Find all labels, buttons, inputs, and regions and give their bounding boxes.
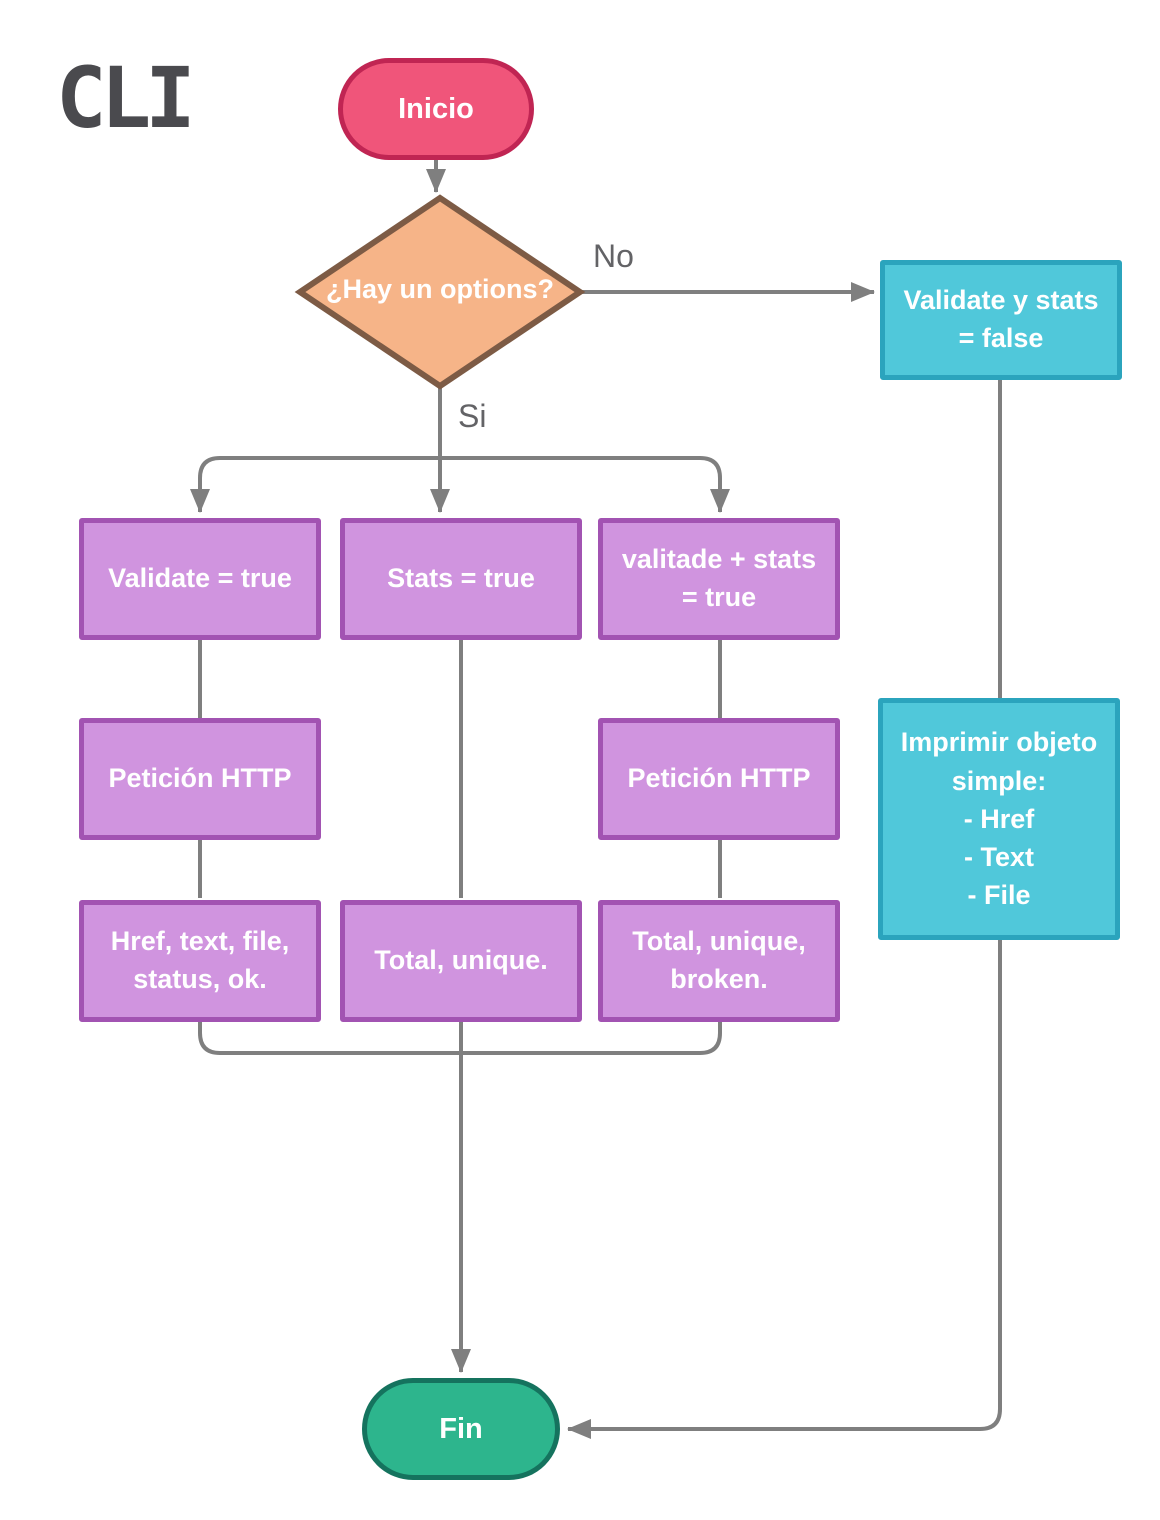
node-total-unique: Total, unique.	[340, 900, 582, 1022]
node-stats-true: Stats = true	[340, 518, 582, 640]
edge-label-si: Si	[458, 398, 487, 434]
node-imprimir-objeto-simple: Imprimir objeto simple: - Href - Text - …	[878, 698, 1120, 940]
node-decision-label: ¿Hay un options?	[326, 274, 554, 304]
edge-si-left	[190, 456, 440, 513]
node-total-unique-broken: Total, unique, broken.	[598, 900, 840, 1022]
node-peticion-http-left: Petición HTTP	[79, 718, 321, 840]
decision-diamond	[294, 194, 586, 390]
node-href-text-file-status-ok: Href, text, file, status, ok.	[79, 900, 321, 1022]
edge-label-no: No	[593, 238, 634, 274]
node-end: Fin	[362, 1378, 560, 1480]
node-peticion-http-right: Petición HTTP	[598, 718, 840, 840]
edge-si-right	[440, 456, 730, 513]
edge-merge-right	[461, 1022, 722, 1055]
node-start: Inicio	[338, 58, 534, 160]
node-validate-stats-false: Validate y stats = false	[880, 260, 1122, 380]
page-title: CLI	[56, 49, 196, 147]
node-validate-true: Validate = true	[79, 518, 321, 640]
edge-io-big-end	[567, 940, 1002, 1439]
node-validate-plus-stats-true: valitade + stats = true	[598, 518, 840, 640]
edge-merge-left	[198, 1022, 461, 1055]
